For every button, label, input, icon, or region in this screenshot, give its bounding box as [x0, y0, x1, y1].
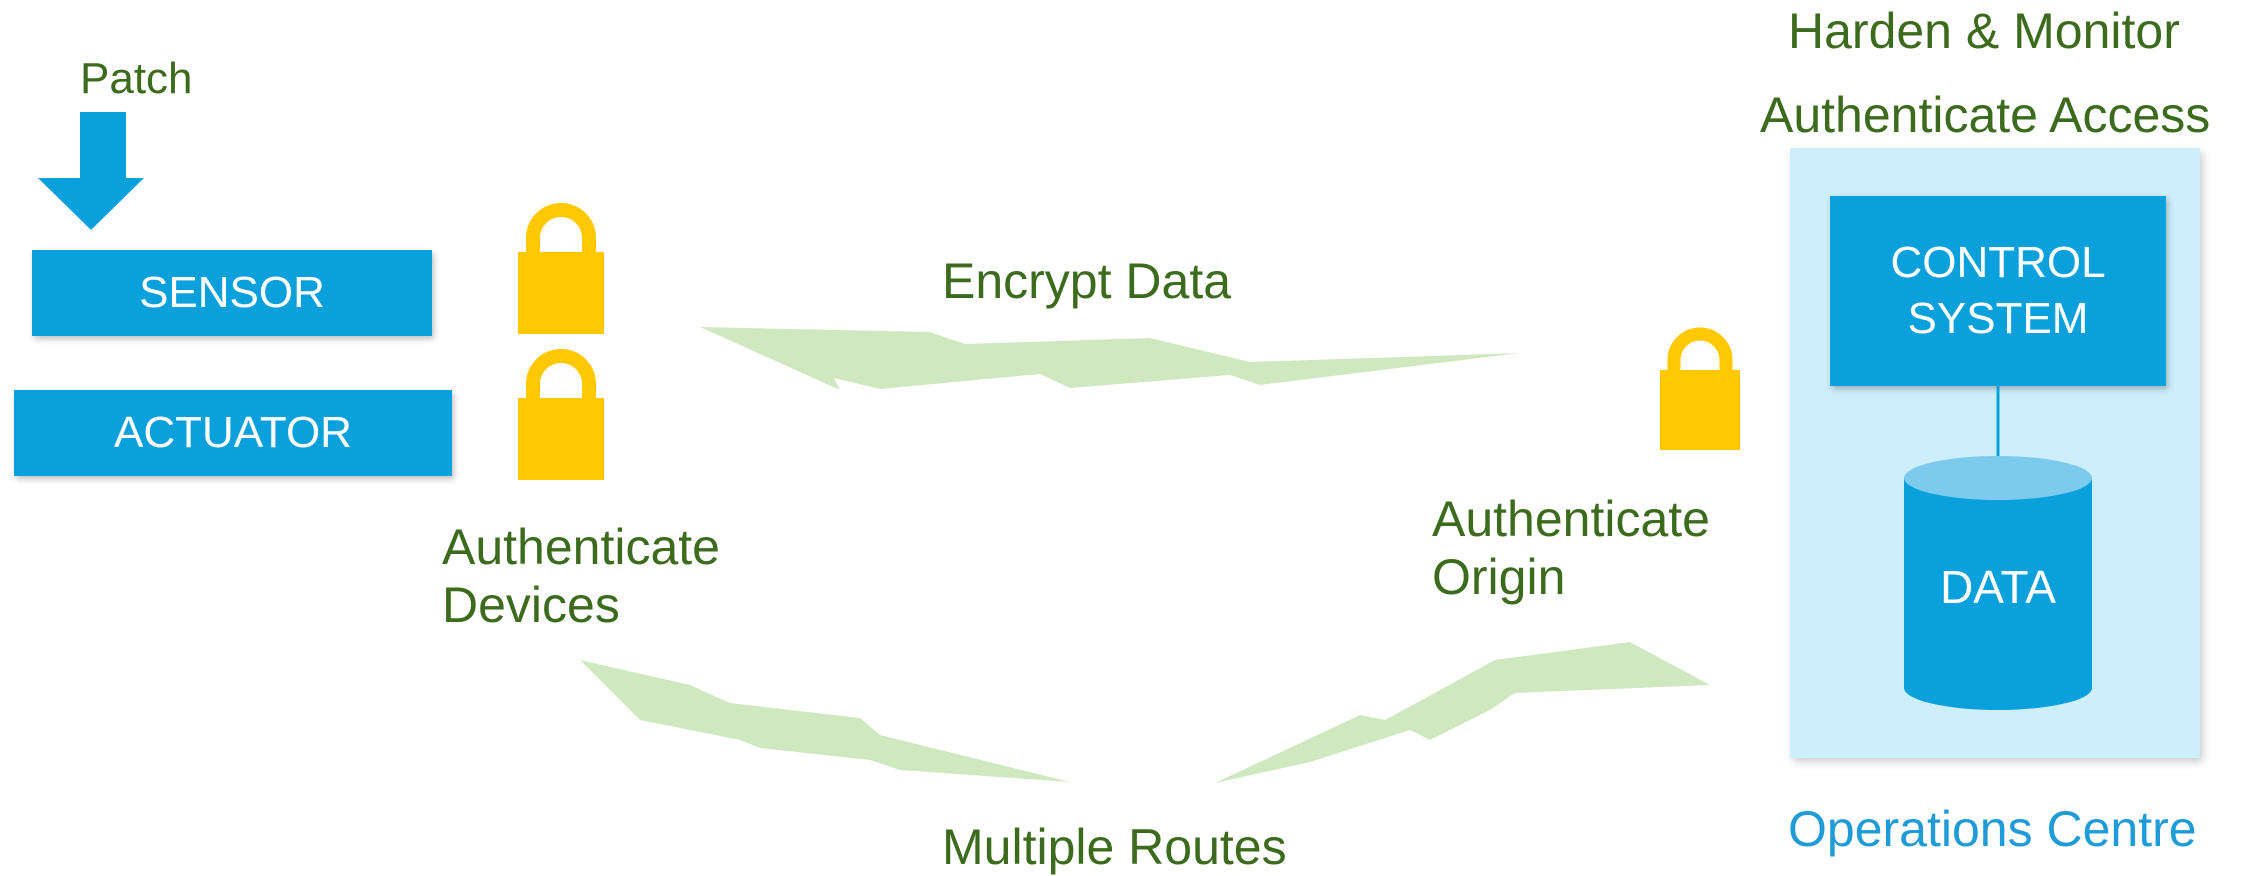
authenticate-access-label: Authenticate Access — [1760, 87, 2211, 143]
padlock-icon — [518, 349, 604, 480]
authenticate-devices-label-line2: Devices — [442, 577, 620, 633]
encrypt-data-label: Encrypt Data — [942, 253, 1232, 309]
authenticate-devices-label-line1: Authenticate — [442, 519, 720, 575]
sensor-box: SENSOR — [32, 250, 432, 336]
authenticate-origin-label-line2: Origin — [1432, 549, 1566, 605]
authenticate-origin-label-line1: Authenticate — [1432, 491, 1710, 547]
patch-label: Patch — [80, 54, 193, 103]
padlock-icon — [1660, 327, 1740, 450]
database-cylinder-icon — [1904, 456, 2092, 710]
multiple-routes-label: Multiple Routes — [942, 819, 1287, 875]
harden-monitor-label: Harden & Monitor — [1788, 3, 2180, 59]
down-arrow-icon — [38, 112, 144, 230]
lightning-link-icon — [700, 327, 1520, 390]
actuator-box: ACTUATOR — [14, 390, 452, 476]
operations-centre-label: Operations Centre — [1788, 801, 2197, 857]
control-system-box: CONTROL SYSTEM — [1830, 196, 2166, 386]
lightning-link-icon — [1215, 642, 1710, 783]
data-label: DATA — [1940, 561, 2056, 613]
lightning-link-icon — [580, 660, 1070, 782]
padlock-icon — [518, 203, 604, 334]
